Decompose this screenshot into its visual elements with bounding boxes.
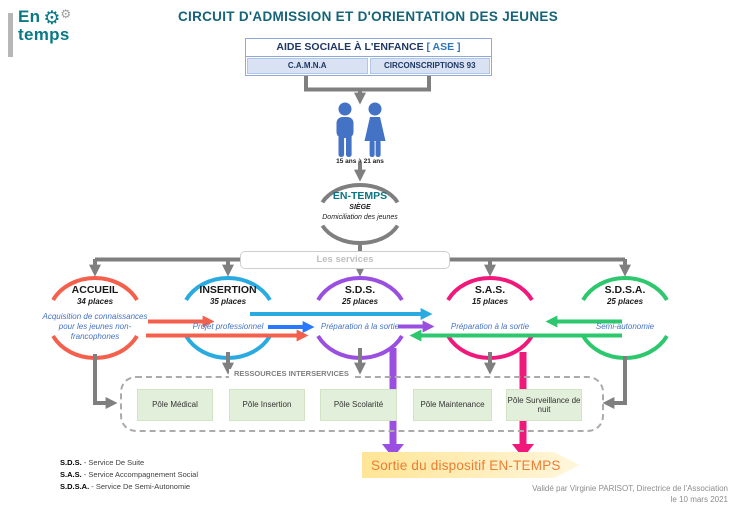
sdsa-to-resources: [602, 356, 627, 409]
logo-word-bottom: temps: [18, 25, 70, 44]
pole-medical: Pôle Médical: [137, 389, 213, 421]
woman-icon: [364, 102, 386, 157]
pole-insertion: Pôle Insertion: [229, 389, 305, 421]
service-places: 35 places: [209, 297, 247, 306]
legend: S.D.S. - Service De Suite S.A.S. - Servi…: [60, 457, 198, 493]
service-sdsa: S.D.S.A. 25 places: [570, 284, 680, 306]
ase-cell-camna: C.A.M.N.A: [247, 58, 368, 74]
legend-meaning: - Service Accompagnement Social: [83, 470, 199, 479]
pole-surveillance: Pôle Surveillance de nuit: [506, 389, 582, 421]
ase-cell-circonscriptions: CIRCONSCRIPTIONS 93: [369, 58, 490, 74]
resources-title: RESSOURCES INTERSERVICES: [229, 369, 354, 378]
legend-row: S.D.S. - Service De Suite: [60, 457, 198, 469]
validation-line1: Validé par Virginie PARISOT, Directrice …: [532, 484, 728, 493]
man-icon: [336, 102, 354, 157]
service-places: 34 places: [76, 297, 114, 306]
accueil-to-resources: [93, 354, 118, 409]
pole-scolarite: Pôle Scolarité: [320, 389, 397, 421]
logo-accent-bar: [8, 13, 13, 57]
service-sds: S.D.S. 25 places: [305, 284, 415, 306]
validation-note: Validé par Virginie PARISOT, Directrice …: [308, 483, 728, 505]
service-name: S.D.S.: [344, 284, 376, 296]
ase-bracket-connector: [304, 75, 431, 92]
ase-header-label: AIDE SOCIALE À L'ENFANCE: [276, 41, 424, 53]
service-description: Préparation à la sortie: [450, 322, 530, 331]
ase-cells: C.A.M.N.A CIRCONSCRIPTIONS 93: [246, 56, 491, 75]
legend-acronym: S.D.S.: [60, 458, 82, 467]
logo-word-top: En: [18, 7, 41, 26]
validation-line2: le 10 mars 2021: [670, 495, 728, 504]
service-name: INSERTION: [199, 284, 257, 296]
service-places: 15 places: [471, 297, 509, 306]
service-insertion: INSERTION 35 places: [173, 284, 283, 306]
ase-box: AIDE SOCIALE À L'ENFANCE [ ASE ] C.A.M.N…: [245, 38, 492, 76]
exit-banner: Sortie du dispositif EN-TEMPS: [362, 452, 580, 478]
services-bar: Les services: [240, 251, 450, 269]
gear-icon: ⚙: [43, 8, 61, 29]
hub-name: EN-TEMPS: [332, 190, 388, 202]
exit-banner-label: Sortie du dispositif EN-TEMPS: [371, 457, 561, 473]
service-name: ACCUEIL: [71, 284, 119, 296]
page-title: CIRCUIT D'ADMISSION ET D'ORIENTATION DES…: [177, 9, 559, 24]
service-accueil: ACCUEIL 34 places: [40, 284, 150, 306]
service-places: 25 places: [606, 297, 644, 306]
service-description: Semi-autonomie: [595, 322, 655, 331]
hub-subtitle: SIÈGE: [349, 204, 371, 211]
legend-row: S.D.S.A. - Service De Semi-Autonomie: [60, 481, 198, 493]
service-name: S.D.S.A.: [604, 284, 646, 296]
age-range-label: 15 ans à 21 ans: [336, 158, 384, 165]
legend-row: S.A.S. - Service Accompagnement Social: [60, 469, 198, 481]
service-description: Acquisition de connaissances pour les je…: [42, 312, 148, 341]
service-name: S.A.S.: [474, 284, 506, 296]
hub-description: Domiciliation des jeunes: [322, 214, 398, 221]
legend-meaning: - Service De Semi-Autonomie: [91, 482, 191, 491]
legend-acronym: S.D.S.A.: [60, 482, 90, 491]
logo: En⚙⚙ temps: [18, 8, 71, 44]
gear-small-icon: ⚙: [60, 7, 72, 21]
service-description: Projet professionnel: [192, 322, 264, 331]
legend-acronym: S.A.S.: [60, 470, 82, 479]
ase-header: AIDE SOCIALE À L'ENFANCE [ ASE ]: [246, 39, 491, 56]
service-description: Préparation à la sortie: [320, 322, 400, 331]
legend-meaning: - Service De Suite: [83, 458, 145, 467]
pole-maintenance: Pôle Maintenance: [413, 389, 492, 421]
service-places: 25 places: [341, 297, 379, 306]
service-sas: S.A.S. 15 places: [435, 284, 545, 306]
ase-header-tag: [ ASE ]: [426, 41, 461, 53]
